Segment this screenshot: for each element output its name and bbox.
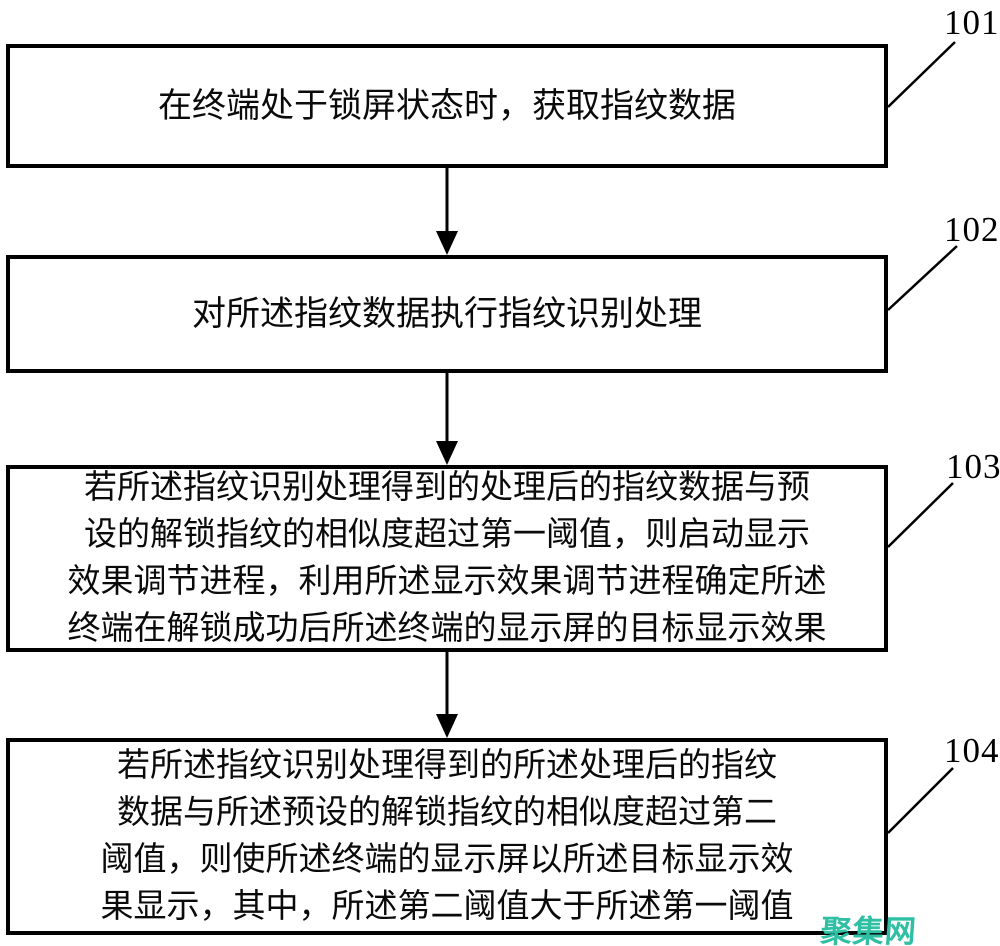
ref-label-102: 102: [944, 210, 1000, 249]
leader-line-101: [887, 41, 956, 108]
step-text-104: 若所述指纹识别处理得到的所述处理后的指纹 数据与所述预设的解锁指纹的相似度超过第…: [100, 747, 794, 925]
ref-label-103: 103: [946, 447, 1000, 486]
step-box-104: 若所述指纹识别处理得到的所述处理后的指纹 数据与所述预设的解锁指纹的相似度超过第…: [6, 738, 888, 935]
step-text-103: 若所述指纹识别处理得到的处理后的指纹数据与预 设的解锁指纹的相似度超过第一阈值，…: [67, 469, 827, 647]
step-box-101: 在终端处于锁屏状态时，获取指纹数据: [6, 44, 888, 168]
ref-label-104: 104: [944, 731, 1000, 770]
arrow-down-icon-3: [436, 652, 458, 738]
step-text-102: 对所述指纹数据执行指纹识别处理: [192, 295, 702, 333]
step-box-103: 若所述指纹识别处理得到的处理后的指纹数据与预 设的解锁指纹的相似度超过第一阈值，…: [6, 465, 888, 652]
leader-line-103: [887, 482, 954, 548]
leader-line-102: [887, 245, 958, 311]
arrow-down-icon-2: [436, 373, 458, 465]
arrow-down-icon-1: [436, 168, 458, 255]
step-box-102: 对所述指纹数据执行指纹识别处理: [6, 255, 888, 373]
step-text-101: 在终端处于锁屏状态时，获取指纹数据: [158, 87, 736, 125]
watermark-text: 聚集网: [819, 914, 919, 946]
ref-label-101: 101: [944, 3, 1000, 42]
leader-line-104: [887, 767, 954, 834]
